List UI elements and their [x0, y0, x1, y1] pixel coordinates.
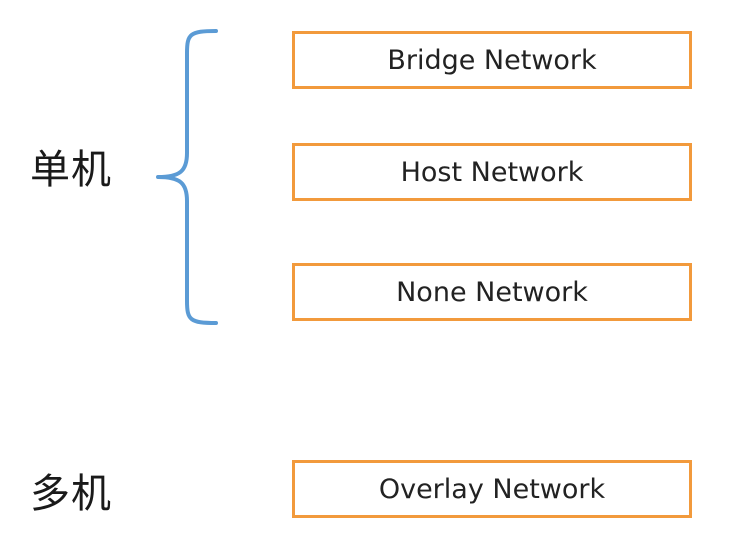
- host-network-label: Host Network: [400, 156, 584, 188]
- single-host-label: 单机: [30, 147, 112, 193]
- none-network-box: None Network: [292, 263, 692, 321]
- bridge-network-box: Bridge Network: [292, 31, 692, 89]
- host-network-box: Host Network: [292, 143, 692, 201]
- overlay-network-box: Overlay Network: [292, 460, 692, 518]
- curly-brace-icon: [156, 29, 218, 325]
- none-network-label: None Network: [396, 276, 588, 308]
- bridge-network-label: Bridge Network: [387, 44, 597, 76]
- multi-host-label: 多机: [30, 471, 112, 517]
- overlay-network-label: Overlay Network: [378, 473, 606, 505]
